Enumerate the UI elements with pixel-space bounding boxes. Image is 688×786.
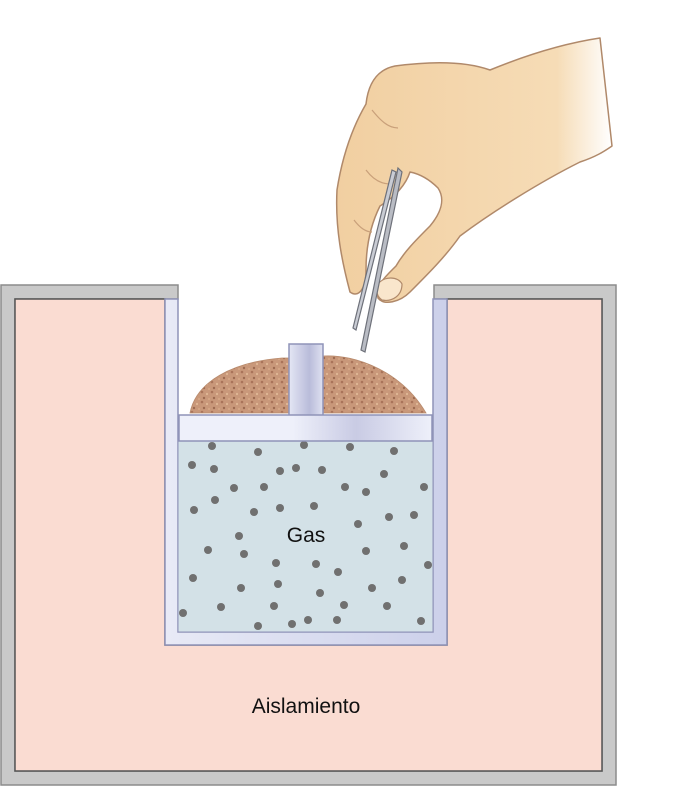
gas-particle xyxy=(260,483,268,491)
gas-particle xyxy=(362,488,370,496)
gas-particle xyxy=(211,496,219,504)
gas-particle xyxy=(276,467,284,475)
gas-particle xyxy=(354,520,362,528)
gas-particle xyxy=(254,622,262,630)
gas-particle xyxy=(235,532,243,540)
gas-particle xyxy=(340,601,348,609)
insulation-label: Aislamiento xyxy=(252,695,361,718)
piston-plate xyxy=(178,414,433,442)
gas-particle xyxy=(300,441,308,449)
gas-particle xyxy=(312,560,320,568)
finger-crease xyxy=(353,109,399,233)
gas-particle xyxy=(272,559,280,567)
gas-particle xyxy=(188,461,196,469)
hand-shape xyxy=(335,37,613,303)
gas-particle xyxy=(400,542,408,550)
gas-region xyxy=(177,440,434,633)
gas-particle xyxy=(179,609,187,617)
gas-particle xyxy=(230,484,238,492)
gas-particle xyxy=(420,483,428,491)
gas-particle xyxy=(310,502,318,510)
gas-particle xyxy=(288,620,296,628)
gas-particle xyxy=(217,603,225,611)
gas-particle xyxy=(362,547,370,555)
hand-icon xyxy=(335,37,613,303)
gas-particle xyxy=(316,589,324,597)
gas-particles xyxy=(179,441,432,630)
gas-particle xyxy=(424,561,432,569)
sand-pile xyxy=(189,355,427,414)
gas-particle xyxy=(385,513,393,521)
gas-particle xyxy=(390,447,398,455)
gas-particle xyxy=(210,465,218,473)
gas-label: Gas xyxy=(287,524,326,547)
gas-particle xyxy=(270,602,278,610)
gas-particle xyxy=(333,616,341,624)
piston-stem xyxy=(288,343,324,417)
gas-particle xyxy=(410,511,418,519)
cylinder: Gas xyxy=(164,298,448,646)
gas-particle xyxy=(240,550,248,558)
gas-particle xyxy=(254,448,262,456)
gas-particle xyxy=(318,466,326,474)
gas-particle xyxy=(346,443,354,451)
gas-particle xyxy=(292,464,300,472)
gas-particle xyxy=(368,584,376,592)
gas-particle xyxy=(189,574,197,582)
gas-particle xyxy=(276,504,284,512)
gas-particle xyxy=(398,576,406,584)
gas-particle xyxy=(208,442,216,450)
gas-particle xyxy=(237,584,245,592)
piston xyxy=(178,343,433,442)
gas-particle xyxy=(190,506,198,514)
gas-particle xyxy=(204,546,212,554)
tweezers-icon xyxy=(352,166,403,353)
gas-particle xyxy=(250,508,258,516)
gas-particle xyxy=(417,617,425,625)
gas-particle xyxy=(274,580,282,588)
gas-particle xyxy=(334,568,342,576)
gas-particle xyxy=(304,616,312,624)
cylinder-wall xyxy=(164,298,448,646)
gas-particle xyxy=(383,602,391,610)
gas-particle xyxy=(341,483,349,491)
gas-particle xyxy=(380,470,388,478)
